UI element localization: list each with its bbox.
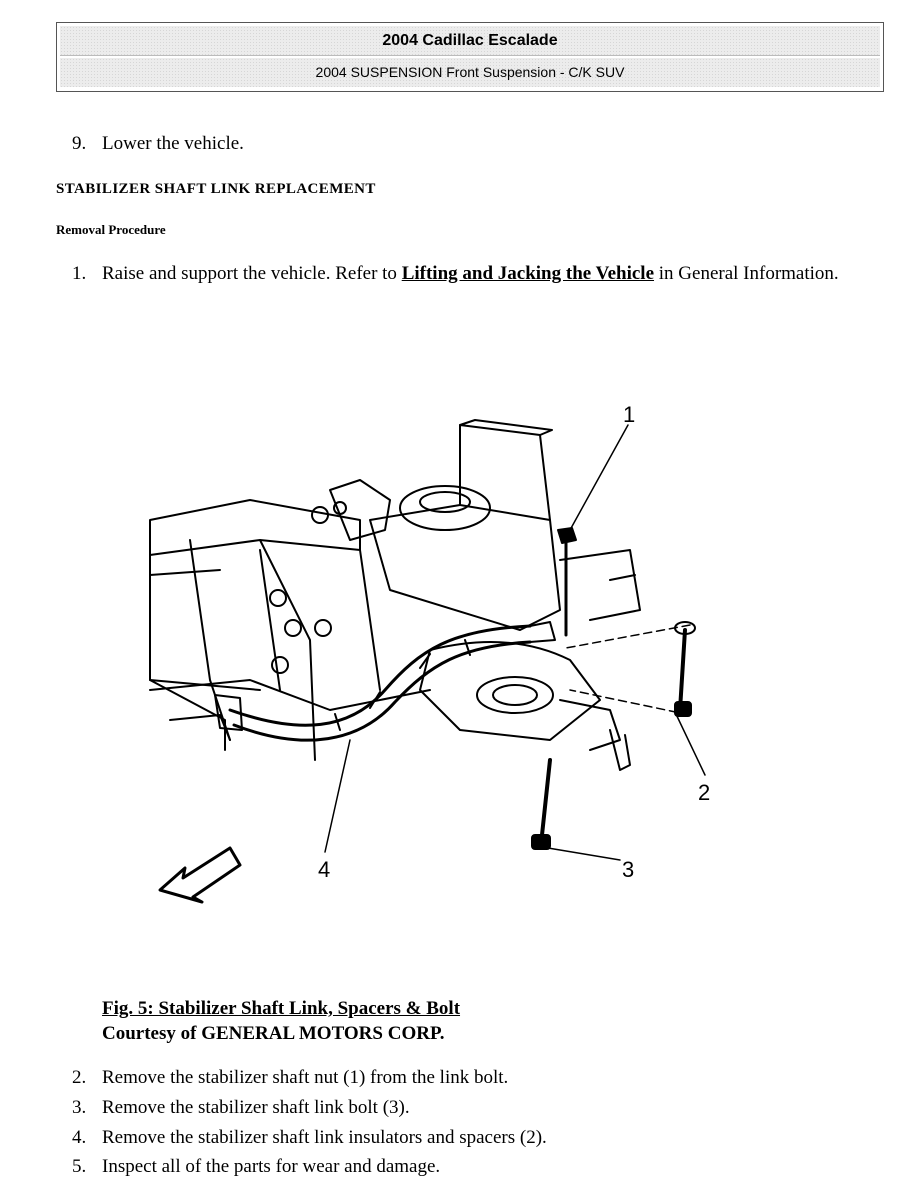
- step-4: 4. Remove the stabilizer shaft link insul…: [72, 1126, 547, 1150]
- step-2: 2. Remove the stabilizer shaft nut (1) fr…: [72, 1066, 508, 1090]
- step-text: Lower the vehicle.: [102, 133, 244, 154]
- leader-lines: [324, 424, 706, 861]
- header-subtitle: 2004 SUSPENSION Front Suspension - C/K S…: [60, 58, 880, 87]
- stabilizer-shaft: [214, 621, 556, 742]
- lower-control-arm: [149, 641, 631, 771]
- header-title: 2004 Cadillac Escalade: [60, 26, 880, 56]
- callout-4: 4: [318, 857, 330, 882]
- step-text: Inspect all of the parts for wear and da…: [102, 1156, 441, 1177]
- procedure-title: Removal Procedure: [56, 222, 166, 237]
- step-text-before: Raise and support the vehicle. Refer to: [102, 263, 402, 284]
- callout-2: 2: [698, 780, 710, 805]
- step-9: 9. Lower the vehicle.: [72, 132, 244, 156]
- step-text-after: in General Information.: [654, 263, 839, 284]
- step-number: 4.: [72, 1127, 87, 1148]
- step-text: Remove the stabilizer shaft link insulat…: [102, 1127, 547, 1148]
- front-arrow-icon: [158, 846, 242, 904]
- step-number: 9.: [72, 133, 87, 154]
- caption-title: Fig. 5: Stabilizer Shaft Link, Spacers &…: [102, 998, 461, 1019]
- step-1: 1. Raise and support the vehicle. Refer …: [72, 262, 852, 286]
- link-bolt: [531, 758, 552, 850]
- upper-mount: [329, 419, 641, 631]
- link-spacer: [674, 621, 696, 717]
- step-text: Remove the stabilizer shaft nut (1) from…: [102, 1067, 509, 1088]
- step-number: 1.: [72, 263, 87, 284]
- step-5: 5. Inspect all of the parts for wear and …: [72, 1155, 440, 1179]
- step-number: 3.: [72, 1097, 87, 1118]
- callout-3: 3: [622, 857, 634, 882]
- figure-caption: Fig. 5: Stabilizer Shaft Link, Spacers &…: [102, 996, 460, 1046]
- frame-rails: [149, 499, 381, 761]
- step-text: Remove the stabilizer shaft link bolt (3…: [102, 1097, 410, 1118]
- step-3: 3. Remove the stabilizer shaft link bolt …: [72, 1096, 410, 1120]
- lifting-jacking-link[interactable]: Lifting and Jacking the Vehicle: [401, 263, 655, 284]
- document-header: 2004 Cadillac Escalade 2004 SUSPENSION F…: [56, 22, 884, 92]
- step-number: 5.: [72, 1156, 87, 1177]
- step-number: 2.: [72, 1067, 87, 1088]
- caption-credit: Courtesy of GENERAL MOTORS CORP.: [102, 1023, 445, 1044]
- callout-1: 1: [623, 402, 635, 427]
- section-title: STABILIZER SHAFT LINK REPLACEMENT: [56, 181, 376, 197]
- stabilizer-link-diagram: 1 2 3 4: [149, 402, 710, 904]
- link-nut: [557, 527, 577, 637]
